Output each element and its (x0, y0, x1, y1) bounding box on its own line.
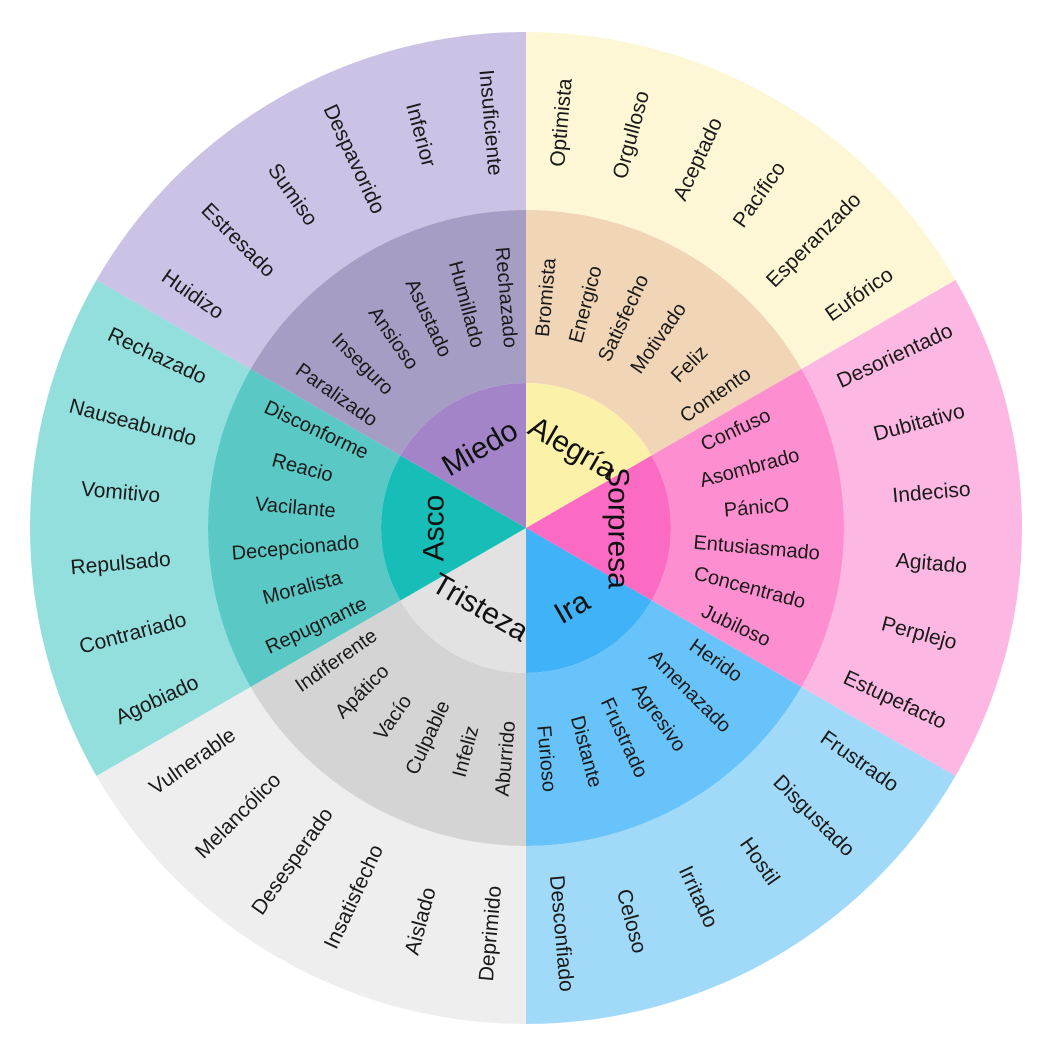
outer-ring-tristeza (96, 687, 526, 1024)
core-sector-sorpresa (526, 455, 671, 601)
core-label-asco: Asco (418, 495, 451, 562)
core-sector-alegria (526, 383, 652, 528)
middle-ring-ira (526, 600, 802, 846)
middle-ring-miedo (250, 210, 526, 456)
middle-ring-tristeza (250, 600, 526, 846)
middle-ring-alegria (526, 210, 802, 456)
middle-ring-sorpresa (651, 369, 845, 687)
outer-ring-ira (526, 687, 956, 1024)
core-label-sorpresa: Sorpresa (602, 467, 635, 589)
core-sector-ira (526, 528, 652, 673)
core-sector-asco (381, 455, 526, 601)
outer-ring-alegria (526, 32, 956, 369)
core-sector-miedo (400, 383, 526, 528)
core-sector-tristeza (400, 528, 526, 673)
middle-ring-asco (207, 369, 401, 687)
outer-ring-miedo (96, 31, 526, 369)
outer-ring-sorpresa (801, 280, 1023, 776)
outer-ring-asco (29, 280, 251, 776)
wheel-segments (29, 31, 1023, 1024)
